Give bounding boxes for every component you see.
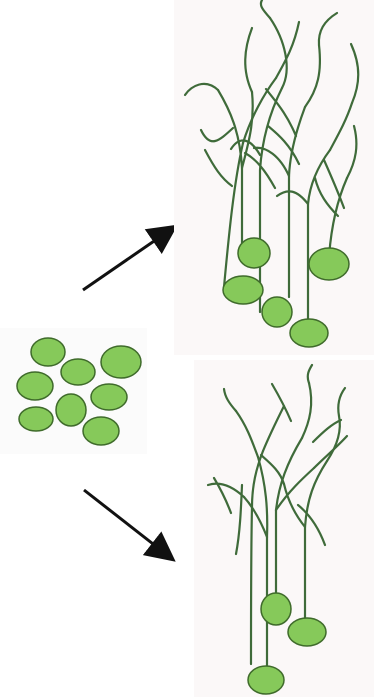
top-spore-3 [262, 297, 292, 327]
bottom-spore-2 [288, 618, 326, 646]
bottom-spore-3 [248, 666, 284, 694]
arrow-up-right-icon [83, 228, 173, 290]
spore-2 [61, 359, 95, 385]
top-spore-5 [290, 319, 328, 347]
spore-6 [19, 407, 53, 431]
top-spore-4 [309, 248, 349, 280]
arrow-down-right-icon [84, 490, 171, 558]
bottom-right-panel [194, 360, 374, 697]
bottom-spore-1 [261, 593, 291, 625]
spore-3 [101, 346, 141, 378]
top-spore-1 [238, 238, 270, 268]
spore-8 [83, 417, 119, 445]
spore-5 [91, 384, 127, 410]
spore-4 [17, 372, 53, 400]
spore-7 [56, 394, 86, 426]
spore-1 [31, 338, 65, 366]
bottom-hypha-16 [251, 507, 252, 664]
top-spore-2 [223, 276, 263, 304]
